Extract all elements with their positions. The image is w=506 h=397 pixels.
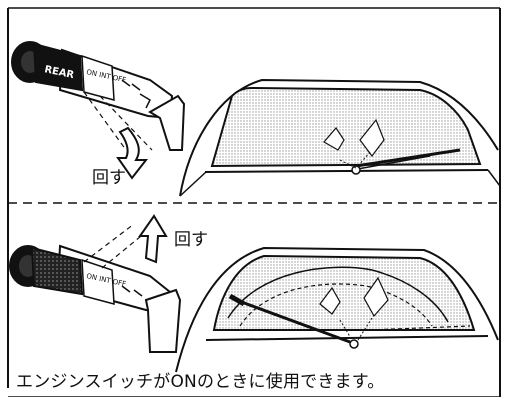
bottom-rotate-label: 回す xyxy=(174,230,208,250)
top-rear-window xyxy=(179,78,501,197)
top-wiper-switch: REAR ON INT OFF xyxy=(11,41,186,180)
outer-frame xyxy=(7,7,501,397)
usage-caption: エンジンスイッチがONのときに使用できます。 xyxy=(16,372,385,392)
bottom-wiper-switch: ON INT OFF xyxy=(9,214,182,353)
top-rotate-label: 回す xyxy=(92,168,126,188)
bottom-rear-window xyxy=(175,246,499,373)
